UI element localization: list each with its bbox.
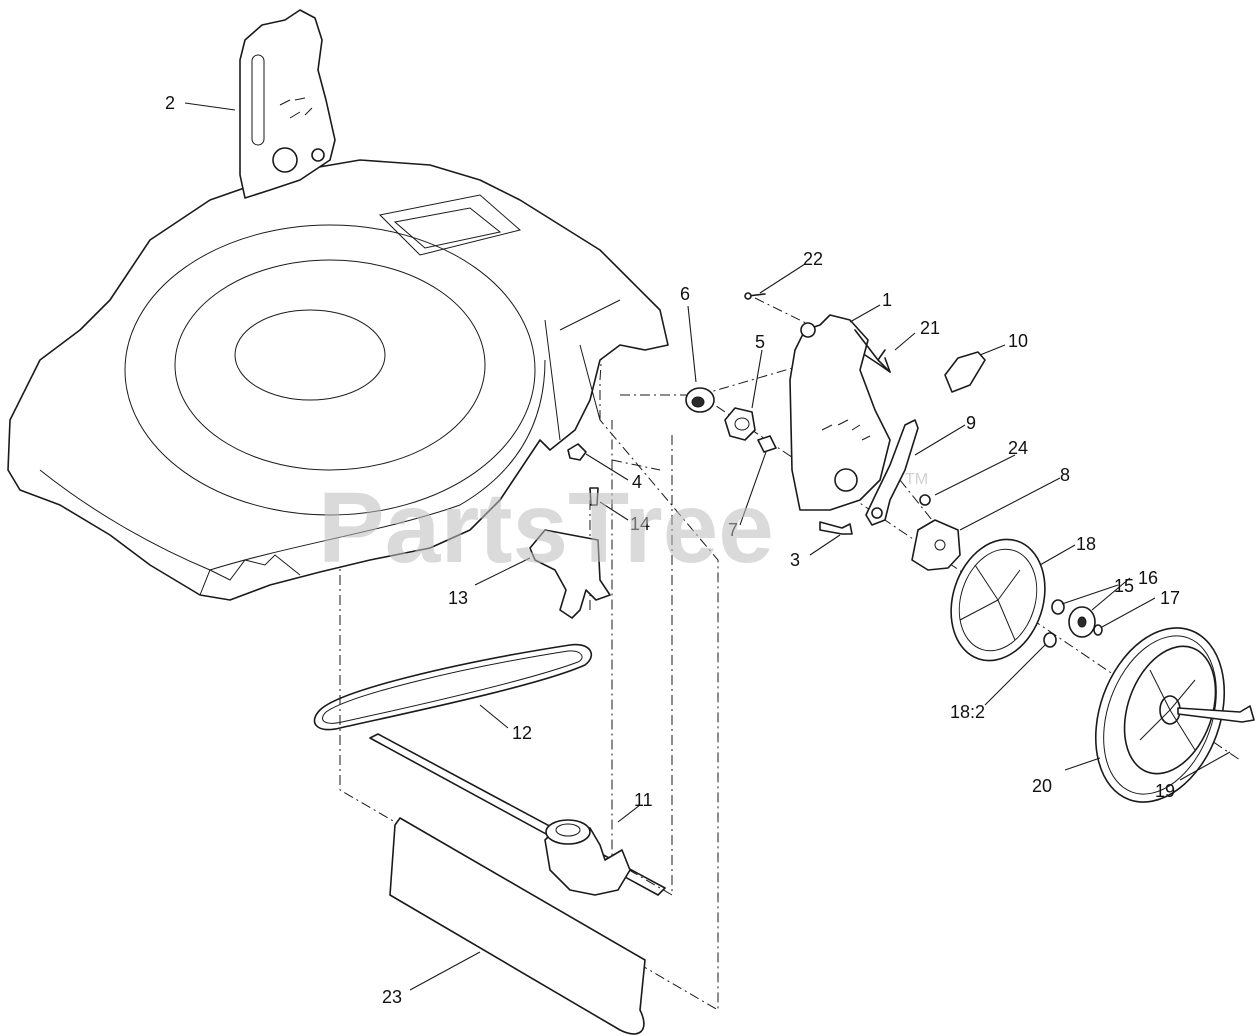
part-21-spring [864, 354, 891, 373]
callout-16: 16 [1138, 568, 1158, 588]
callout-18: 18 [1076, 534, 1096, 554]
callout-24: 24 [1008, 438, 1028, 458]
callout-12: 12 [512, 723, 532, 743]
callout-7: 7 [728, 520, 738, 540]
part-24-screw [919, 494, 931, 506]
part-12-drive-belt [313, 643, 593, 731]
callout-2: 2 [165, 93, 175, 113]
part-4-nut [567, 443, 587, 461]
part-20-wheel [1094, 627, 1226, 803]
part-13-belt-bracket [529, 529, 611, 619]
part-1-right-height-plate [789, 314, 891, 511]
callout-labels: 2 22 1 21 10 6 5 9 24 4 8 14 7 3 18 15 1… [165, 93, 1180, 1007]
callout-1: 1 [882, 290, 892, 310]
watermark-text: PartsTree [318, 472, 774, 584]
part-18-drive-hub [950, 538, 1046, 662]
part-2-left-height-plate [239, 9, 336, 199]
callout-4: 4 [632, 472, 642, 492]
callout-19: 19 [1155, 781, 1175, 801]
callout-14: 14 [630, 514, 650, 534]
callout-6: 6 [680, 284, 690, 304]
mower-deck [7, 159, 669, 601]
callout-17: 17 [1160, 588, 1180, 608]
callout-9: 9 [966, 413, 976, 433]
part-3-bolt [819, 521, 853, 535]
callout-11: 11 [634, 790, 653, 810]
watermark: PartsTree TM [318, 471, 928, 584]
callout-8: 8 [1060, 465, 1070, 485]
callout-23: 23 [382, 987, 402, 1007]
part-10-lever-knob [944, 351, 986, 393]
part-9-height-lever [865, 419, 919, 526]
part-8-bracket [911, 519, 961, 571]
part-17-retainer [1093, 624, 1103, 636]
part-5-pivot-bushing [724, 407, 756, 441]
callout-5: 5 [755, 332, 765, 352]
callout-22: 22 [803, 249, 823, 269]
part-23-rear-shield [389, 817, 646, 1035]
callout-3: 3 [790, 550, 800, 570]
part-14-screw [589, 487, 599, 506]
part-11-transmission [369, 733, 666, 896]
part-15-washer [1051, 599, 1065, 615]
callout-21: 21 [920, 318, 940, 338]
callout-18-2: 18:2 [950, 702, 985, 722]
part-6-bushing [685, 387, 715, 413]
callout-15: 15 [1114, 576, 1134, 596]
part-18-2-washer [1043, 632, 1057, 648]
callout-13: 13 [448, 588, 468, 608]
part-19-axle-bolt [1177, 705, 1255, 723]
part-16-pinion-gear [1068, 606, 1096, 638]
callout-20: 20 [1032, 776, 1052, 796]
part-7-spacer [757, 435, 777, 453]
callout-10: 10 [1008, 331, 1028, 351]
watermark-trademark: TM [905, 471, 928, 488]
leader-lines [184, 102, 1231, 991]
